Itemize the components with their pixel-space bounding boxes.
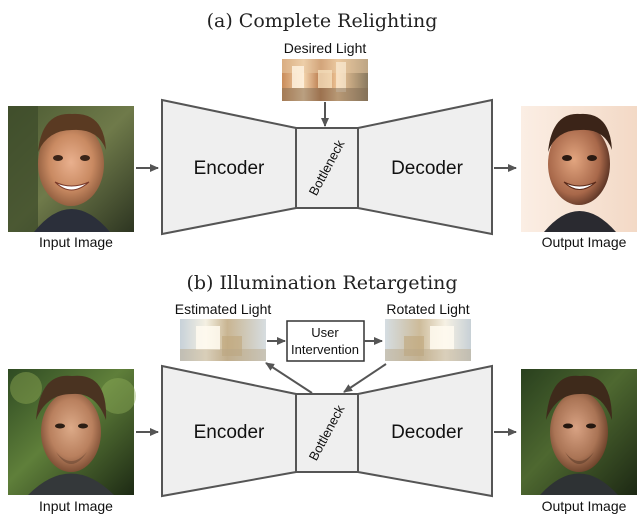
rotated-light-label: Rotated Light (386, 301, 469, 317)
decoder-b-label: Decoder (391, 422, 463, 443)
desired-light-label: Desired Light (284, 40, 367, 56)
estimated-light-label: Estimated Light (175, 301, 272, 317)
rotated-light-map (385, 319, 471, 361)
input-image-a-label: Input Image (39, 234, 113, 250)
desired-light-map (282, 59, 368, 101)
input-image-b (8, 369, 136, 495)
output-image-b-label: Output Image (542, 498, 627, 514)
encoder-b-label: Encoder (194, 422, 265, 443)
output-image-a (521, 106, 637, 232)
user-intervention-box: User Intervention (286, 320, 365, 362)
user-intervention-line2: Intervention (291, 342, 359, 357)
user-intervention-line1: User (311, 325, 339, 340)
panel-a-title: (a) Complete Relighting (207, 10, 438, 32)
panel-b-title: (b) Illumination Retargeting (186, 272, 457, 294)
output-image-a-label: Output Image (542, 234, 627, 250)
estimated-light-map (180, 319, 266, 361)
input-image-b-label: Input Image (39, 498, 113, 514)
decoder-a-label: Decoder (391, 158, 463, 179)
input-image-a (8, 106, 134, 232)
output-image-b (521, 369, 637, 495)
encoder-a-label: Encoder (194, 158, 265, 179)
decoder-a (357, 98, 493, 236)
bottleneck-to-estimated-arrow (265, 362, 313, 394)
rotated-to-bottleneck-arrow (343, 363, 387, 393)
decoder-b (357, 364, 493, 498)
